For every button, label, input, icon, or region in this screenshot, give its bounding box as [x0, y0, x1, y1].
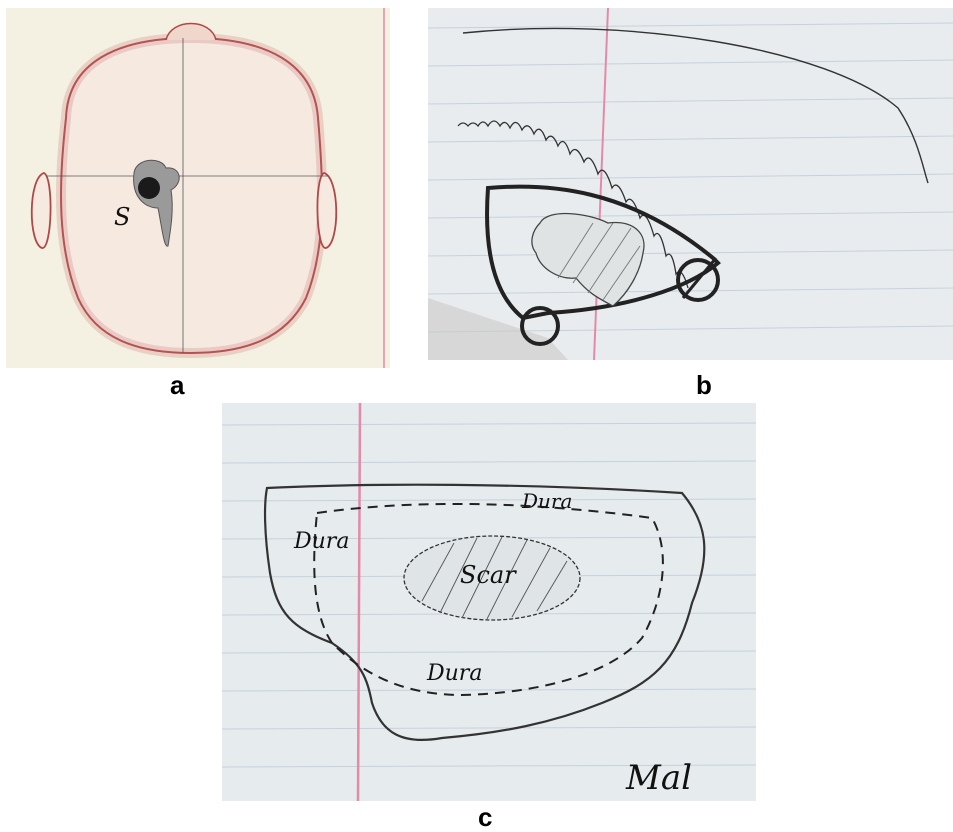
annotation-s: S: [114, 203, 130, 231]
annotation-dura-left: Dura: [294, 529, 349, 554]
annotation-scar: Scar: [460, 561, 516, 589]
annotation-dura-top: Dura: [522, 489, 572, 513]
panel-label-b: b: [696, 372, 712, 398]
panel-c-sketch: Dura Dura Scar Dura Mal: [222, 403, 756, 801]
panel-b-sketch: [428, 8, 953, 360]
annotation-mal: Mal: [626, 758, 692, 798]
skull-outline: [32, 24, 337, 354]
annotation-dura-bottom: Dura: [427, 661, 482, 686]
panel-a-skull-diagram: S: [6, 8, 390, 368]
panel-label-c: c: [478, 804, 492, 830]
panel-label-a: a: [170, 372, 184, 398]
